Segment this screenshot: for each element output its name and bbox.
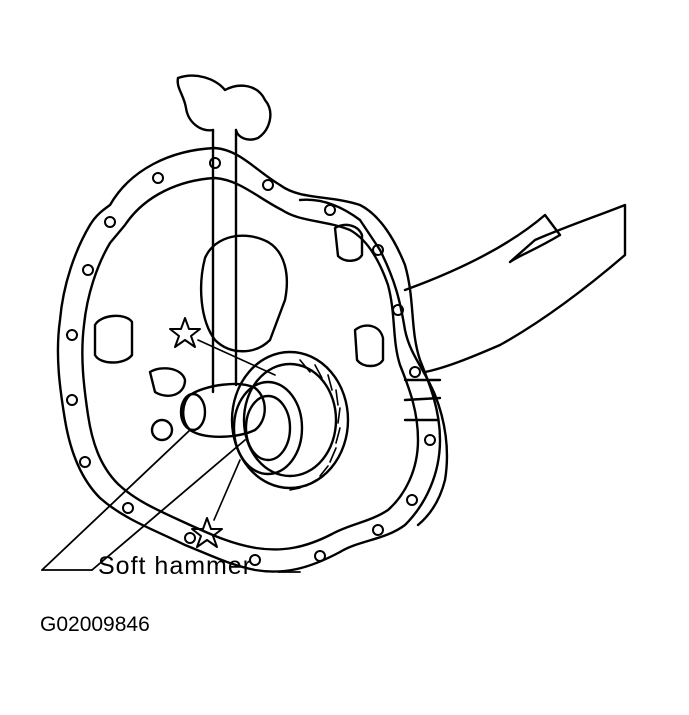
housing-boss-side [353,324,385,368]
star-leader-upper [197,339,276,376]
bolt-holes [66,157,436,566]
left-boss-lower [148,367,187,397]
figure-id: G02009846 [40,613,150,636]
callout-leaders [41,429,301,573]
left-boss-upper [93,314,134,364]
case-recess [199,234,289,353]
ring-gear [230,350,350,491]
sleeve [403,203,627,374]
housing-boss-top [333,223,364,262]
hand [176,74,272,141]
side-housing [298,198,449,527]
case-inner-flange [81,176,420,551]
soft-hammer [179,128,266,438]
callout-label-soft-hammer: Soft hammer [98,552,253,580]
star-mark-lower [191,517,223,548]
case-outer-flange [56,146,442,573]
star-mark-upper [169,317,201,348]
housing-slot [403,378,442,422]
small-port [150,418,174,442]
star-leader-lower [213,459,241,521]
